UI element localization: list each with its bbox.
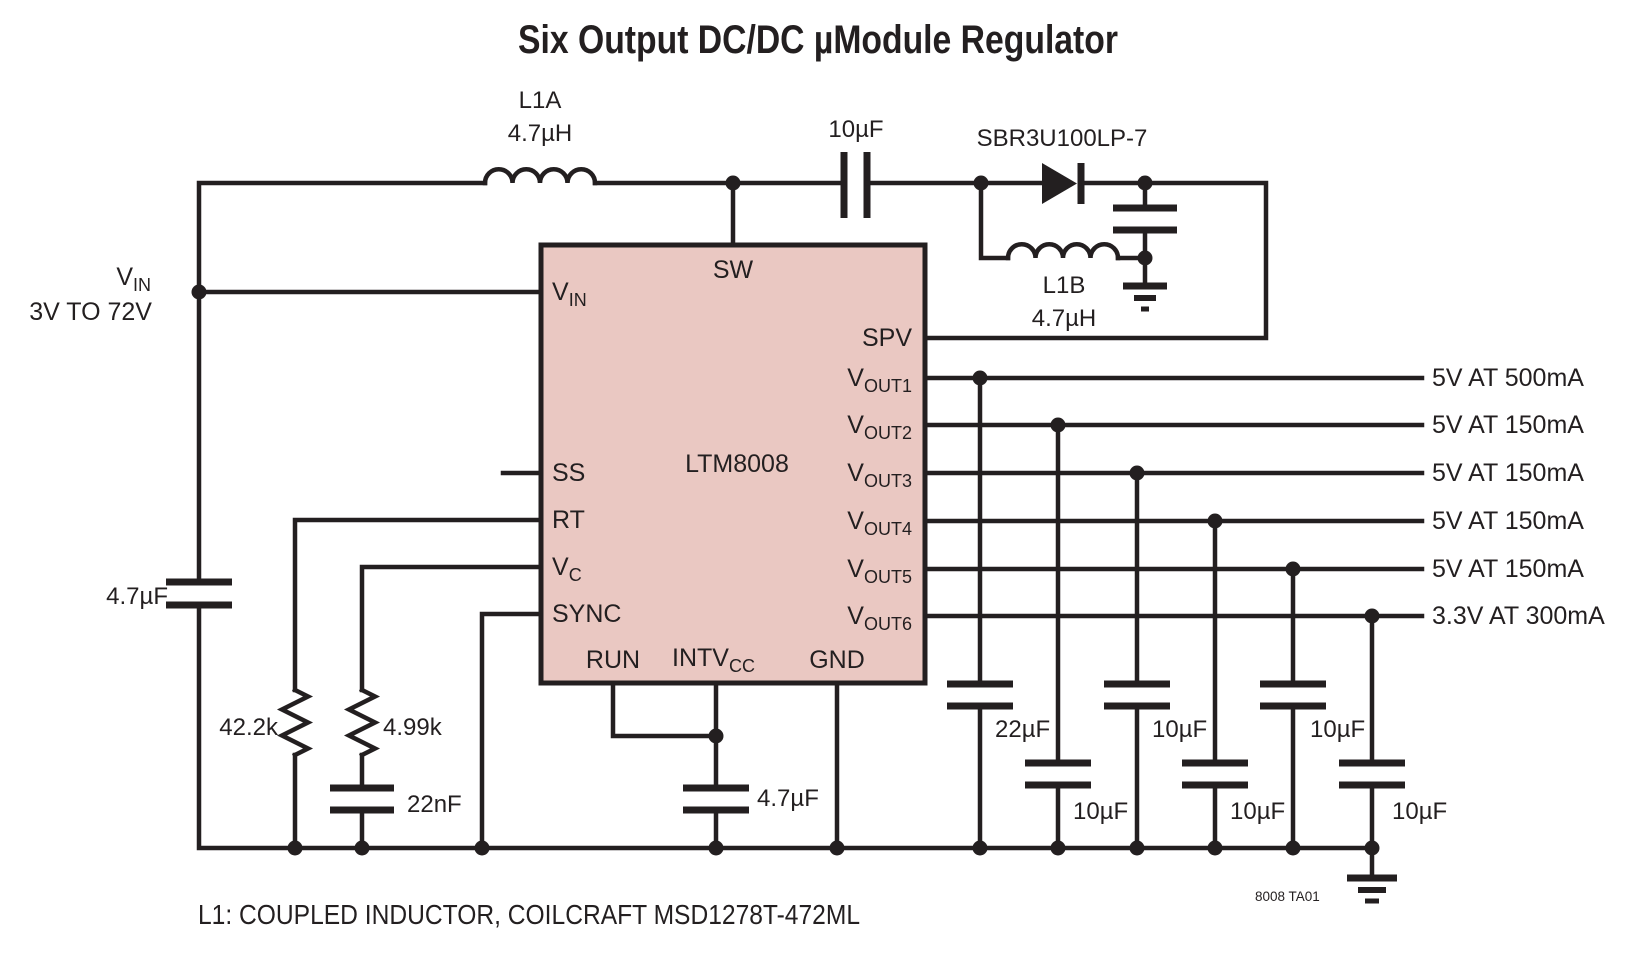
junction-vout6 (1364, 608, 1380, 624)
junction-sw (725, 175, 741, 191)
ocap6-label: 10µF (1392, 798, 1447, 825)
rail-dot-sync (474, 840, 490, 856)
junction-vout1 (972, 370, 988, 386)
rail-dot-6 (1364, 840, 1380, 856)
junction-vout2 (1050, 417, 1066, 433)
pin-rt: RT (552, 506, 585, 534)
ocap4-label: 10µF (1230, 798, 1285, 825)
rail-dot-1 (972, 840, 988, 856)
junction-anode (973, 175, 989, 191)
l1b-inductor (1005, 242, 1121, 261)
wire-anode-drop (978, 180, 1011, 261)
rail-dot-5 (1285, 840, 1301, 856)
output4-label: 5V AT 150mA (1432, 507, 1584, 535)
rail-dot-3 (1129, 840, 1145, 856)
pin-vout6: VOUT6 (847, 602, 912, 634)
pin-vout2: VOUT2 (847, 411, 912, 443)
ic-body (538, 242, 928, 686)
junction-vout4 (1207, 513, 1223, 529)
junction-vout3 (1129, 465, 1145, 481)
diode-label: SBR3U100LP-7 (977, 125, 1148, 152)
schematic-title: Six Output DC/DC µModule Regulator (518, 18, 1118, 62)
junction-dots (191, 175, 1380, 856)
output1-label: 5V AT 500mA (1432, 364, 1584, 392)
ocap3-label: 10µF (1152, 716, 1207, 743)
rail-dot-4 (1207, 840, 1223, 856)
junction-vout5 (1285, 561, 1301, 577)
rail-dot-intvcc (708, 840, 724, 856)
rail-dot-rt (287, 840, 303, 856)
pin-sw: SW (713, 256, 754, 284)
junction-run-intvcc (708, 728, 724, 744)
ocap5-label: 10µF (1310, 716, 1365, 743)
l1a-value-label: 4.7µH (508, 120, 573, 147)
output2-label: 5V AT 150mA (1432, 411, 1584, 439)
inductor-note: L1: COUPLED INDUCTOR, COILCRAFT MSD1278T… (198, 899, 860, 930)
wire-sync (479, 611, 544, 851)
ground-symbol-main (1347, 874, 1397, 904)
pin-vin: VIN (552, 278, 587, 310)
ground-rail (196, 602, 1375, 879)
output6-label: 3.3V AT 300mA (1432, 602, 1605, 630)
rt-resistor-zigzag (276, 686, 314, 759)
pin-run: RUN (586, 646, 640, 674)
wire-run (610, 680, 719, 739)
pin-ss: SS (552, 459, 585, 487)
vc-cap-label: 22nF (407, 791, 462, 818)
vc-resistor-label: 4.99k (383, 714, 443, 741)
l1a-inductor (482, 167, 598, 186)
pin-intvcc: INTVCC (672, 644, 755, 676)
coupling-cap-label: 10µF (828, 116, 883, 143)
wire-cathode-to-spv (922, 180, 1269, 341)
pin-vout5: VOUT5 (847, 555, 912, 587)
pin-vout3: VOUT3 (847, 459, 912, 491)
wire-vin-top-left (196, 180, 488, 585)
input-cap-label: 4.7µF (106, 583, 168, 610)
l1a-name-label: L1A (519, 87, 562, 114)
figure-id: 8008 TA01 (1255, 889, 1320, 904)
rail-dot-2 (1050, 840, 1066, 856)
rt-resistor-label: 42.2k (219, 714, 279, 741)
diode-triangle (1042, 163, 1077, 204)
ground-symbol-l1b (1123, 282, 1167, 312)
input-range-label: 3V TO 72V (29, 298, 152, 326)
ocap2-label: 10µF (1073, 798, 1128, 825)
output5-label: 5V AT 150mA (1432, 555, 1584, 583)
output3-label: 5V AT 150mA (1432, 459, 1584, 487)
rail-dot-gnd (829, 840, 845, 856)
ic-pin-labels: VIN SS RT VC SYNC SW LTM8008 SPV VOUT1 V… (552, 256, 912, 676)
ic-part-number: LTM8008 (685, 450, 789, 478)
intvcc-cap-label: 4.7µF (757, 785, 819, 812)
vc-resistor-zigzag (343, 686, 381, 759)
pin-sync: SYNC (552, 600, 621, 628)
l1b-value-label: 4.7µH (1032, 305, 1097, 332)
wire-vc (359, 564, 544, 693)
pin-gnd: GND (809, 646, 865, 674)
pin-vout1: VOUT1 (847, 364, 912, 396)
junction-l1b (1137, 250, 1153, 266)
rail-dot-vc (354, 840, 370, 856)
pin-vc: VC (552, 553, 582, 585)
junction-cathode (1137, 175, 1153, 191)
ocap1-label: 22µF (995, 716, 1050, 743)
pin-spv: SPV (862, 324, 912, 352)
l1b-name-label: L1B (1043, 272, 1086, 299)
junction-vin (191, 284, 207, 300)
pin-vout4: VOUT4 (847, 507, 912, 539)
input-rail-label: VIN (116, 263, 151, 295)
wire-rt (292, 517, 544, 693)
